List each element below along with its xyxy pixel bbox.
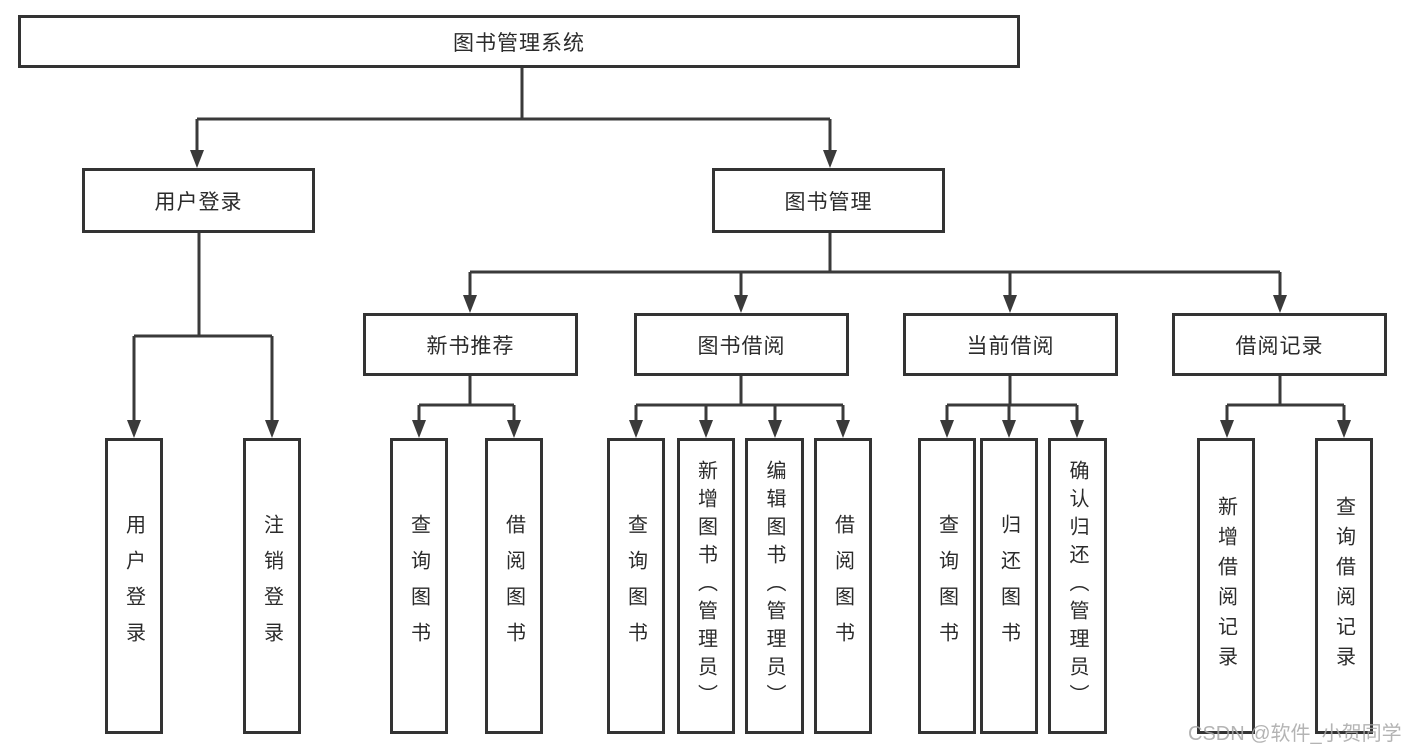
node-root-library-system: 图书管理系统 <box>18 15 1020 68</box>
leaf-return-book: 归还图书 <box>980 438 1038 734</box>
csdn-watermark: CSDN @软件_小贺同学 <box>1188 723 1402 745</box>
leaf-borrow-books-recommend: 借阅图书 <box>485 438 543 734</box>
node-book-management-label: 图书管理 <box>784 190 873 214</box>
leaf-user-login: 用户登录 <box>105 438 163 734</box>
leaf-user-login-label: 用户登录 <box>122 514 145 658</box>
node-new-book-recommend: 新书推荐 <box>363 313 578 376</box>
node-new-book-recommend-label: 新书推荐 <box>426 334 515 358</box>
leaf-edit-book-admin: 编辑图书（管理员） <box>745 438 804 734</box>
node-book-borrowing: 图书借阅 <box>634 313 849 376</box>
node-current-borrowing: 当前借阅 <box>903 313 1118 376</box>
node-user-login-label: 用户登录 <box>154 190 243 214</box>
leaf-logout: 注销登录 <box>243 438 301 734</box>
leaf-query-books-current: 查询图书 <box>918 438 976 734</box>
leaf-edit-book-admin-label: 编辑图书（管理员） <box>763 460 785 712</box>
node-book-management: 图书管理 <box>712 168 945 233</box>
leaf-add-borrow-record: 新增借阅记录 <box>1197 438 1255 734</box>
leaf-query-books-current-label: 查询图书 <box>935 514 958 658</box>
node-root-label: 图书管理系统 <box>453 31 585 55</box>
node-user-login: 用户登录 <box>82 168 315 233</box>
node-current-borrowing-label: 当前借阅 <box>966 334 1055 358</box>
leaf-add-borrow-record-label: 新增借阅记录 <box>1214 496 1237 676</box>
leaf-borrow-books-recommend-label: 借阅图书 <box>502 514 525 658</box>
leaf-borrow-books-borrowing-label: 借阅图书 <box>831 514 854 658</box>
node-borrow-records: 借阅记录 <box>1172 313 1387 376</box>
leaf-logout-label: 注销登录 <box>260 514 283 658</box>
leaf-query-books-recommend-label: 查询图书 <box>407 514 430 658</box>
leaf-query-books-borrowing: 查询图书 <box>607 438 665 734</box>
leaf-add-book-admin: 新增图书（管理员） <box>677 438 735 734</box>
leaf-query-books-borrowing-label: 查询图书 <box>624 514 647 658</box>
leaf-query-books-recommend: 查询图书 <box>390 438 448 734</box>
leaf-return-book-label: 归还图书 <box>997 514 1020 658</box>
node-book-borrowing-label: 图书借阅 <box>697 334 786 358</box>
leaf-confirm-return-admin: 确认归还（管理员） <box>1048 438 1107 734</box>
leaf-add-book-admin-label: 新增图书（管理员） <box>694 460 717 712</box>
leaf-query-borrow-record-label: 查询借阅记录 <box>1332 496 1355 676</box>
leaf-query-borrow-record: 查询借阅记录 <box>1315 438 1373 734</box>
leaf-borrow-books-borrowing: 借阅图书 <box>814 438 872 734</box>
leaf-confirm-return-admin-label: 确认归还（管理员） <box>1066 460 1088 712</box>
node-borrow-records-label: 借阅记录 <box>1235 334 1324 358</box>
